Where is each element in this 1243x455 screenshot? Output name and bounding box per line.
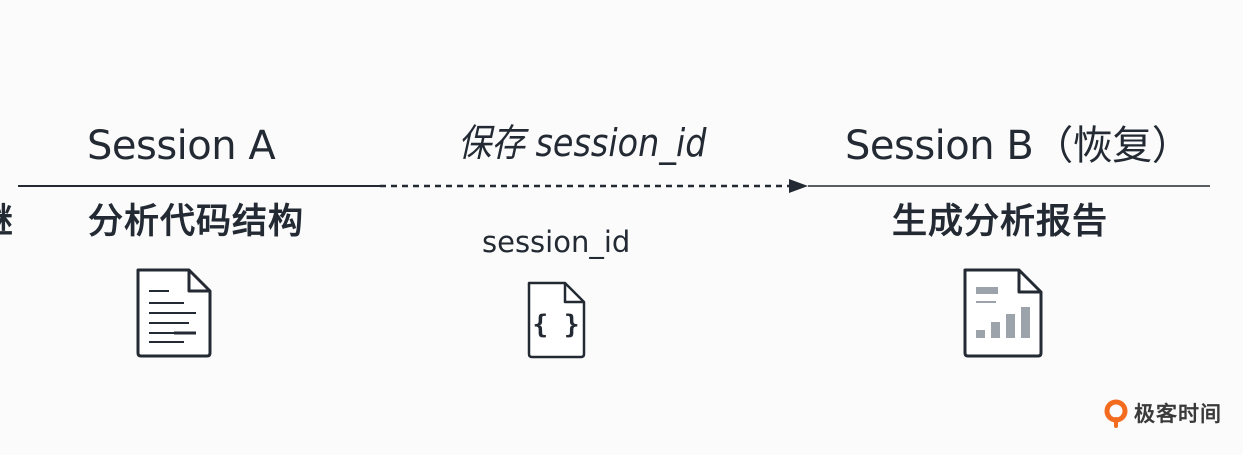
artifact-label: session_id (482, 225, 631, 259)
session-b-title: Session B（恢复） (845, 123, 1192, 169)
cropped-edge-glyph: 继 (0, 205, 14, 240)
json-braces-glyph: { } (533, 310, 580, 340)
brand-name: 极客时间 (1134, 402, 1222, 426)
geektime-logo-icon (1104, 399, 1128, 428)
report-document-icon (963, 268, 1043, 358)
session-a-title: Session A (87, 123, 276, 169)
session-b-task: 生成分析报告 (892, 202, 1109, 242)
brand-watermark: 极客时间 (1104, 398, 1222, 428)
transfer-label: 保存 session_id (458, 121, 707, 165)
text-document-icon (136, 268, 212, 358)
timeline-arrowhead (789, 179, 808, 193)
json-file-icon: { } (527, 281, 586, 359)
session-a-task: 分析代码结构 (88, 202, 305, 242)
